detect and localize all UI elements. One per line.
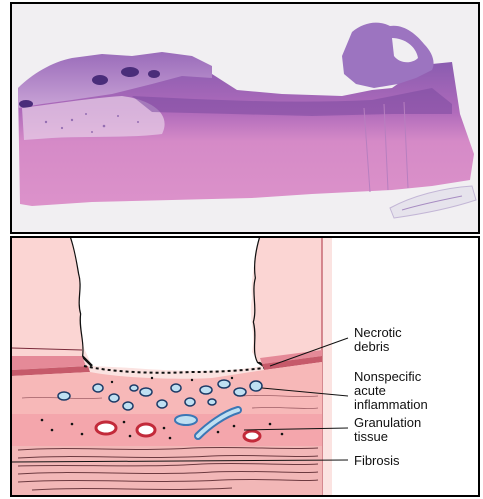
ulcer-schematic: Necrotic debris Nonspecific acute inflam… <box>10 236 480 497</box>
histology-photomicrograph <box>10 2 480 234</box>
label-granulation-line-2: tissue <box>354 430 421 444</box>
histology-image <box>12 4 478 232</box>
label-necrotic-line-1: Necrotic <box>354 326 402 340</box>
granulation-zone <box>12 414 322 446</box>
label-inflammation-line-2: acute <box>354 384 428 398</box>
ulcer-crater <box>70 238 262 371</box>
label-necrotic-line-2: debris <box>354 340 402 354</box>
label-nonspecific-inflammation: Nonspecific acute inflammation <box>354 370 428 412</box>
label-granulation-tissue: Granulation tissue <box>354 416 421 444</box>
fibrosis-zone <box>12 446 322 495</box>
label-necrotic-debris: Necrotic debris <box>354 326 402 354</box>
label-fibrosis-text: Fibrosis <box>354 454 400 468</box>
label-inflammation-line-3: inflammation <box>354 398 428 412</box>
label-fibrosis: Fibrosis <box>354 454 400 468</box>
label-inflammation-line-1: Nonspecific <box>354 370 428 384</box>
label-granulation-line-1: Granulation <box>354 416 421 430</box>
schematic-drawing <box>12 238 478 495</box>
